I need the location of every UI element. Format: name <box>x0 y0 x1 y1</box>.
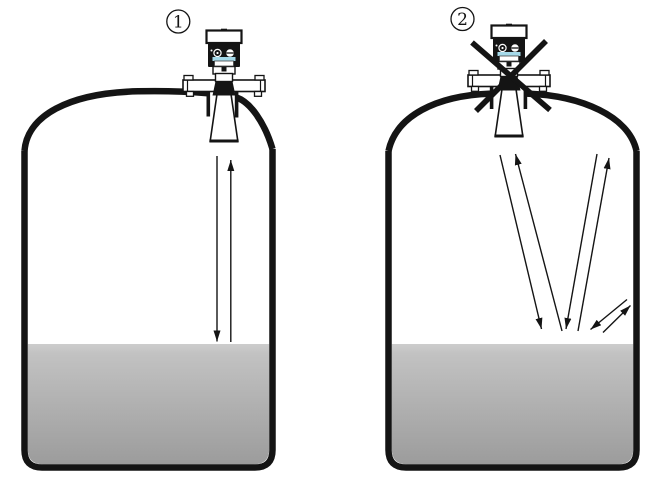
signal-beam <box>213 156 235 342</box>
radar-level-transmitter-icon <box>181 27 267 143</box>
signal-arrow-short-up <box>602 305 631 333</box>
liquid-fill <box>391 344 634 465</box>
nozzle-wall-left <box>206 89 211 117</box>
signal-arrow-up <box>577 157 611 332</box>
tank-dome-left <box>385 90 492 152</box>
liquid-fill <box>27 344 270 465</box>
circled-number-badge-2: 2 <box>450 6 475 32</box>
signal-arrow-down <box>499 154 543 330</box>
nozzle-wall-right <box>234 89 239 118</box>
tank-walls <box>21 149 276 471</box>
badge-circle <box>450 6 475 32</box>
signal-arrow-short-down <box>590 298 628 331</box>
scattered-signal-beams <box>499 153 631 333</box>
x-cross-stroke <box>474 39 548 113</box>
signal-arrow-down <box>564 153 598 330</box>
tank-walls <box>385 151 640 471</box>
signal-arrow-up <box>514 153 563 332</box>
badge-number: 1 <box>173 13 184 33</box>
x-cross-icon <box>470 39 552 113</box>
badge-number: 2 <box>457 10 468 30</box>
panel-incorrect-installation: 2 <box>385 6 640 471</box>
circled-number-badge-1: 1 <box>166 9 191 34</box>
badge-circle <box>166 9 191 34</box>
tank-dome-left <box>21 87 209 152</box>
tank-dome-right <box>526 90 640 152</box>
panel-correct-installation: 1 <box>21 9 276 471</box>
tank-dome-right <box>235 94 276 150</box>
tank-shell <box>385 90 640 471</box>
nozzle-wall-right <box>523 83 528 109</box>
